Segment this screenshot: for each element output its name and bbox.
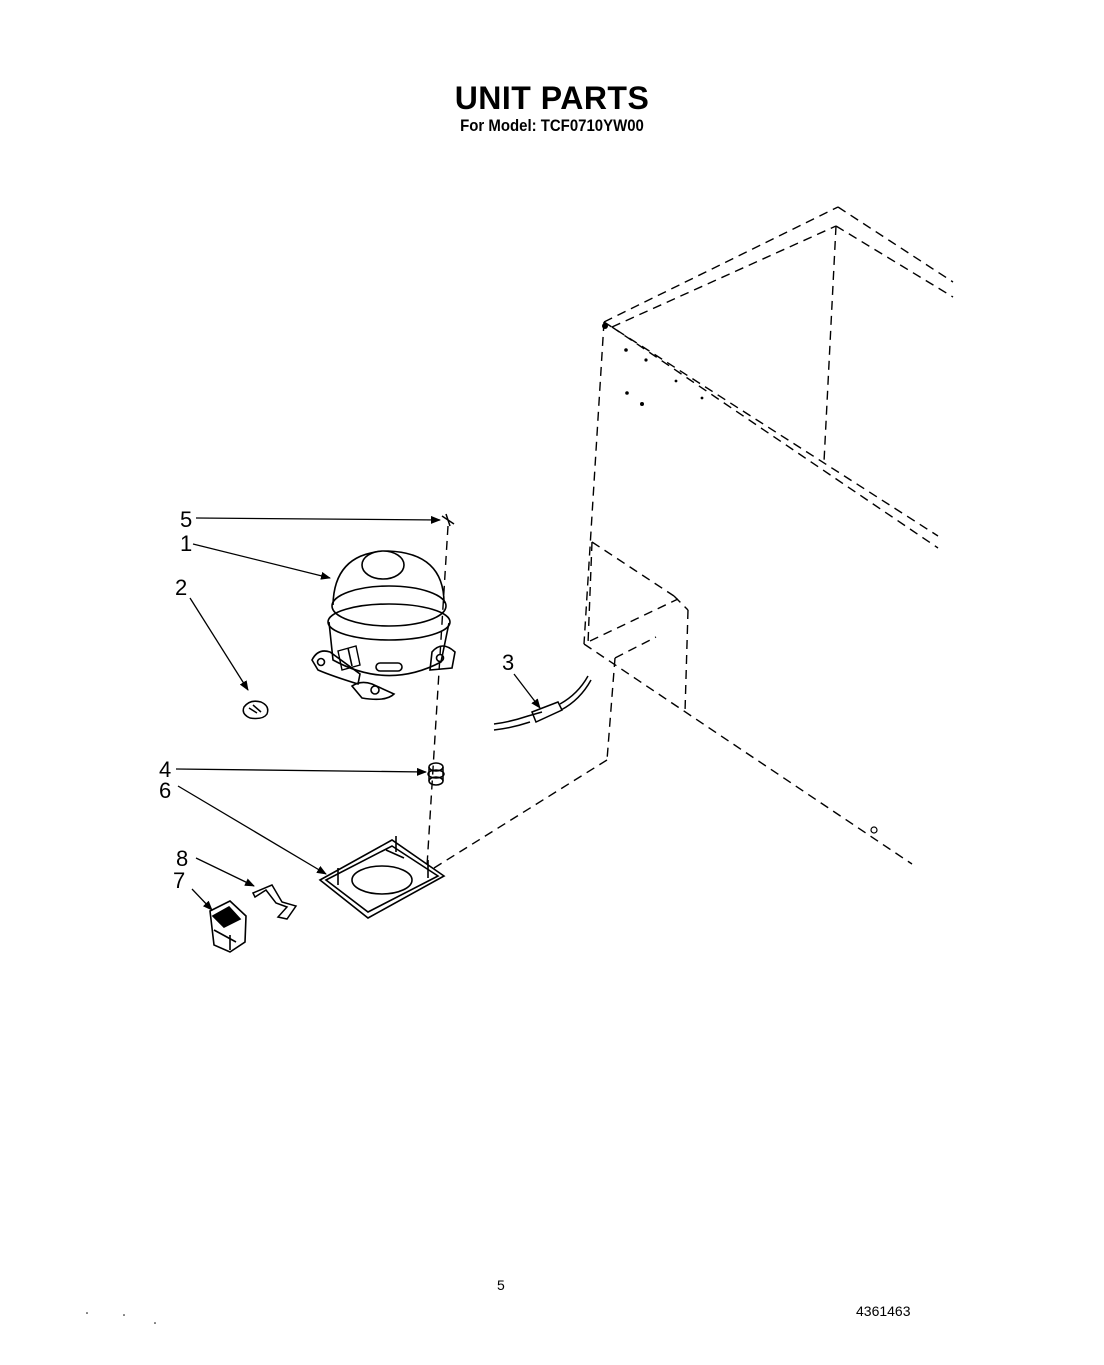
tube-part (493, 675, 592, 731)
callout-3: 3 (502, 650, 514, 675)
callout-6: 6 (159, 778, 171, 803)
screw-part (441, 513, 455, 527)
relay-part (209, 900, 247, 953)
compressor-part (311, 550, 456, 701)
callout-leaders (175, 515, 541, 911)
callout-numbers: 5 1 2 3 4 6 8 7 (159, 507, 514, 893)
callout-4: 4 (159, 757, 171, 782)
cabinet-hole-marks (602, 323, 878, 834)
page-number: 5 (497, 1277, 505, 1293)
freezer-cabinet-outline (426, 206, 954, 869)
bracket-part (251, 884, 298, 920)
scan-specks (86, 1312, 156, 1324)
page-title: UNIT PARTS (454, 80, 650, 116)
grommet-part (427, 762, 445, 786)
callout-5: 5 (180, 507, 192, 532)
model-subtitle: For Model: TCF0710YW00 (460, 116, 644, 135)
callout-1: 1 (180, 531, 192, 556)
callout-2: 2 (175, 575, 187, 600)
callout-7: 7 (173, 868, 185, 893)
base-plate-part (318, 836, 446, 919)
document-number: 4361463 (856, 1303, 911, 1319)
callout-8: 8 (176, 846, 188, 871)
clip-part (242, 700, 269, 720)
